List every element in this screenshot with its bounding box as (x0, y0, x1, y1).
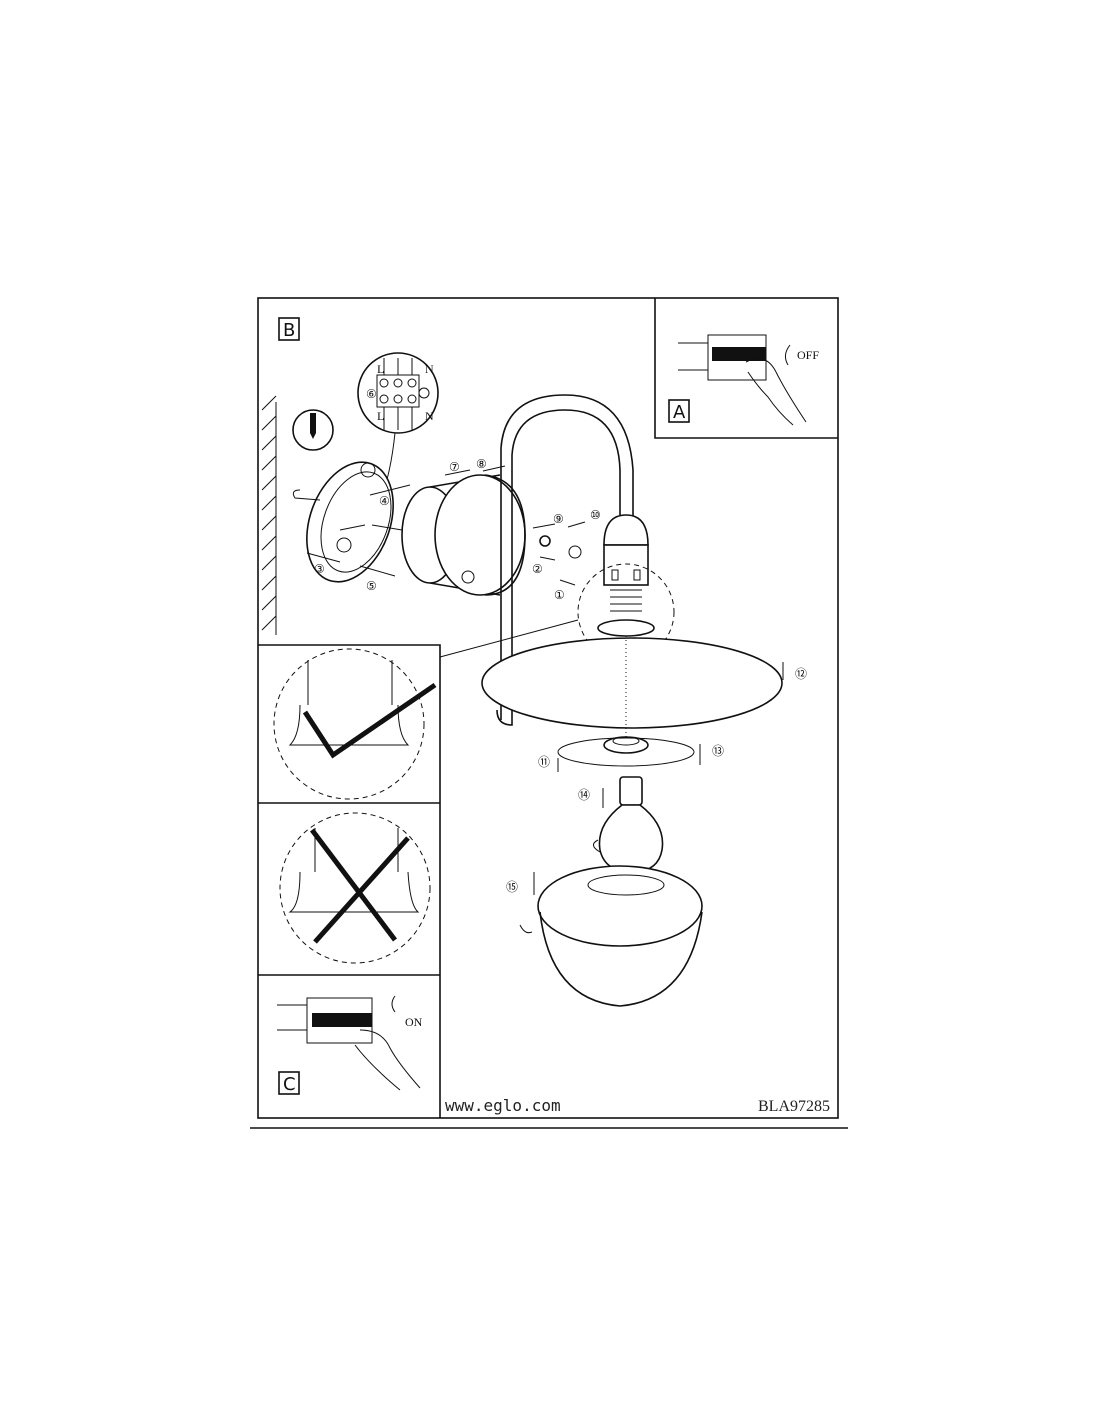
svg-text:N: N (425, 409, 434, 423)
dowel-icon (310, 413, 316, 439)
svg-text:ON: ON (405, 1015, 423, 1029)
step-10: ⑩ (590, 508, 601, 522)
step-2: ② (532, 562, 543, 576)
lamp-socket (439, 514, 675, 661)
step-15: ⑮ (506, 880, 518, 894)
outer-frame (257, 297, 839, 1119)
svg-text:OFF: OFF (797, 348, 819, 362)
wall-hatch (261, 395, 277, 635)
nut-icon (568, 545, 582, 559)
svg-text:L: L (377, 362, 384, 376)
label-c: C (278, 1071, 300, 1095)
wall-plate (292, 461, 411, 583)
step-5: ⑤ (366, 579, 377, 593)
step-4: ④ (379, 494, 390, 508)
label-a: A (668, 399, 690, 423)
label-b: B (278, 317, 300, 341)
direction-arrows (306, 465, 784, 895)
locking-ring (557, 736, 695, 767)
step-9: ⑨ (553, 512, 564, 526)
left-panels-frame (258, 644, 441, 1118)
svg-text:L: L (377, 409, 384, 423)
svg-text:C: C (283, 1074, 296, 1095)
breaker-off-illustration: OFF (678, 334, 819, 426)
svg-text:N: N (425, 362, 434, 376)
step-12: ⑫ (795, 667, 807, 681)
step-11: ⑪ (538, 755, 550, 769)
lamp-arm (496, 394, 634, 726)
ground-symbol (418, 387, 430, 399)
lamp-housing (401, 474, 526, 596)
terminal-callout: L N L N (357, 352, 439, 506)
document-code: BLA97285 (758, 1098, 830, 1115)
step-7: ⑦ (449, 460, 460, 474)
panel-a-frame (654, 298, 838, 439)
lamp-shade (481, 636, 783, 740)
wrong-detail-1 (273, 648, 437, 800)
light-bulb (593, 776, 664, 873)
wrong-detail-2 (279, 812, 431, 964)
washer-icon (539, 535, 551, 547)
svg-text:A: A (673, 402, 686, 423)
step-8: ⑧ (476, 457, 487, 471)
svg-text:B: B (283, 320, 295, 341)
glass-cover (519, 865, 703, 1007)
step-3: ③ (314, 562, 325, 576)
website-text: www.eglo.com (445, 1096, 561, 1115)
breaker-on-illustration: ON (277, 995, 423, 1091)
step-1: ① (554, 588, 565, 602)
step-13: ⑬ (712, 744, 724, 758)
step-14: ⑭ (578, 788, 590, 802)
step-6: ⑥ (366, 387, 377, 401)
